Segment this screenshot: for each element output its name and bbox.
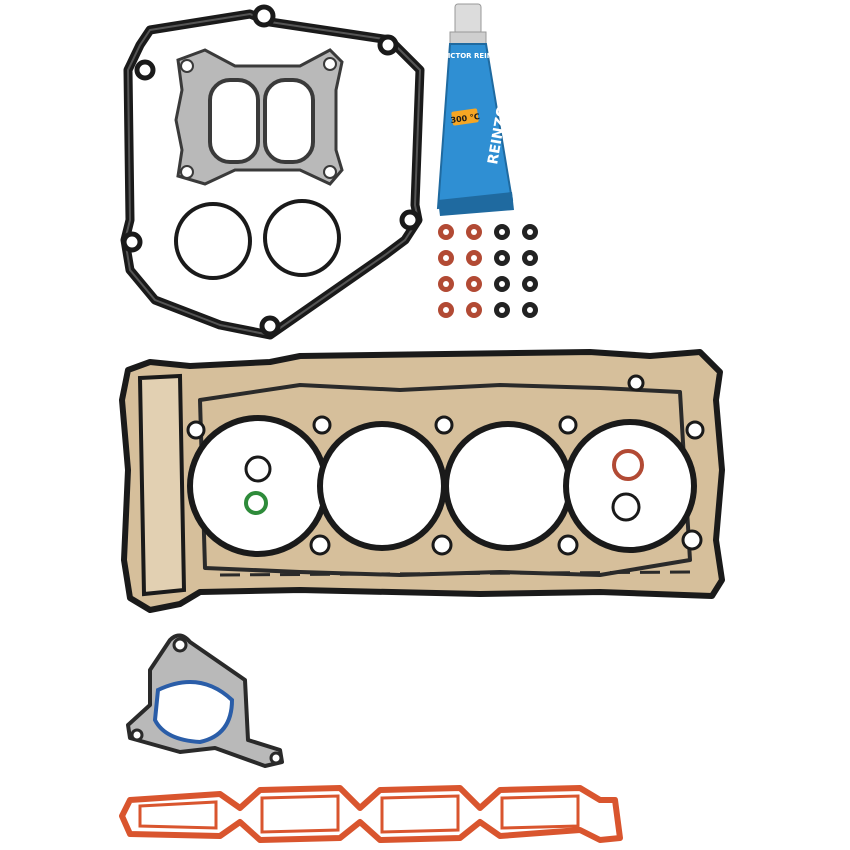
valve-stem-seal-hole <box>471 307 477 313</box>
cylinder-bore-1 <box>187 415 329 557</box>
valve-stem-seal-hole <box>471 229 477 235</box>
valve-stem-seal-hole <box>527 255 533 261</box>
tube-temp-label: 300 °C <box>450 112 480 125</box>
valve-stem-seal-hole <box>443 255 449 261</box>
valve-stem-seal-hole <box>499 307 505 313</box>
valve-stem-seal-hole <box>471 255 477 261</box>
valve-stem-seal-hole <box>527 229 533 235</box>
cylinder-bore-3 <box>443 421 573 551</box>
valve-stem-seal-hole <box>499 281 505 287</box>
valve-cover-gasket <box>120 4 425 340</box>
large-orings <box>174 199 341 280</box>
valve-stem-seal-hole <box>499 229 505 235</box>
intake-manifold-gasket <box>119 785 623 843</box>
metal-flange-gasket <box>174 48 344 186</box>
valve-stem-seal-hole <box>443 281 449 287</box>
valve-stem-seal-hole <box>527 307 533 313</box>
cylinder-bore-2 <box>317 421 447 551</box>
cylinder-head-gasket <box>119 349 725 613</box>
valve-stem-seals <box>438 224 538 318</box>
valve-stem-seal-hole <box>443 307 449 313</box>
tube-brand-label: VICTOR REINZ <box>442 52 497 60</box>
valve-stem-seal-hole <box>471 281 477 287</box>
valve-stem-seal-hole <box>443 229 449 235</box>
small-flange-gasket <box>126 633 284 768</box>
sealant-tube: VICTOR REINZ REINZOSIL 300 °C <box>436 3 515 216</box>
cylinder-bore-4 <box>563 419 697 553</box>
valve-stem-seal-hole <box>499 255 505 261</box>
valve-stem-seal-hole <box>527 281 533 287</box>
